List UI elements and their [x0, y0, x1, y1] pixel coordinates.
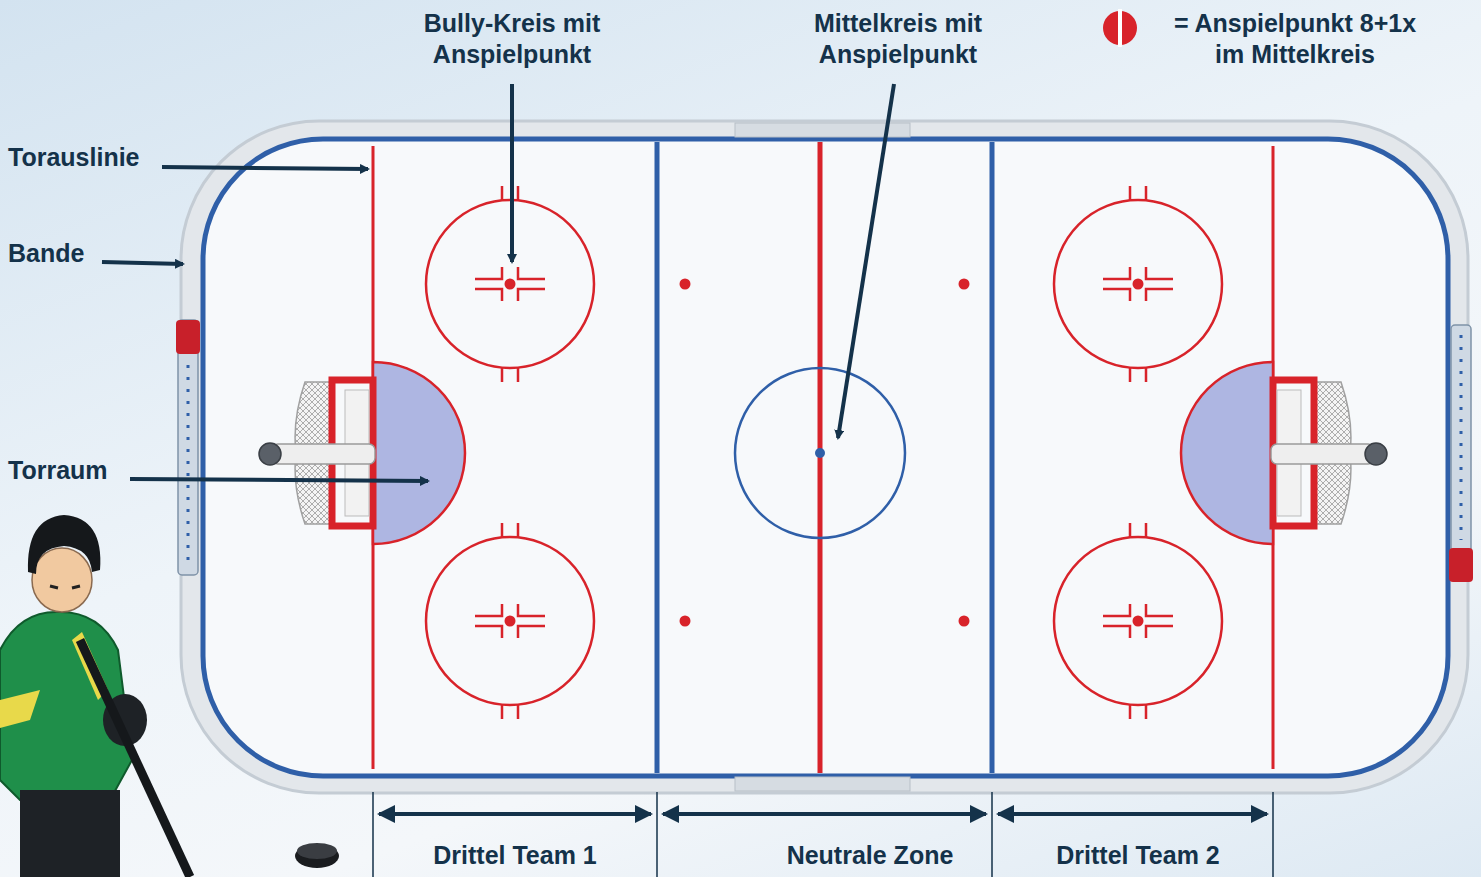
score-ticks	[188, 335, 1461, 565]
player-eyes	[50, 586, 80, 588]
leader-lines	[102, 84, 894, 481]
zone-label: Drittel Team 1	[433, 840, 596, 871]
dimension-arrows	[379, 812, 1267, 816]
center-circle	[735, 368, 905, 538]
leader-line	[838, 84, 894, 438]
center-dot	[815, 448, 825, 458]
callout-label: Bully-Kreis mit Anspielpunkt	[412, 8, 612, 70]
leader-line	[510, 84, 514, 262]
faceoff-circle	[426, 537, 594, 705]
leader-line	[162, 167, 368, 169]
player-helmet	[28, 515, 100, 574]
faceoff-dot	[680, 279, 691, 290]
faceoff-dot	[1133, 279, 1144, 290]
legend-text: = Anspielpunkt 8+1x im Mittelkreis	[1164, 8, 1426, 70]
faceoff-circle	[1054, 537, 1222, 705]
faceoff-dot	[680, 616, 691, 627]
puck	[295, 844, 339, 868]
hockey-stick	[80, 640, 190, 877]
puck-top	[297, 843, 337, 859]
faceoff-dot	[1133, 616, 1144, 627]
faceoff-dot	[959, 279, 970, 290]
callout-label: Torauslinie	[8, 142, 140, 173]
score-marker	[176, 320, 200, 354]
score-strip	[178, 320, 198, 575]
dimension-arrow	[663, 812, 986, 816]
faceoff-circles	[426, 186, 1222, 719]
rod-knob	[1365, 443, 1387, 465]
goalie-rod	[272, 444, 375, 464]
leader-line	[130, 479, 428, 481]
callout-label: Bande	[8, 238, 84, 269]
dimension-ticks	[373, 792, 1273, 877]
hash-marks	[475, 186, 1173, 719]
board-door	[735, 123, 910, 137]
leader-line	[102, 262, 183, 264]
zone-label: Neutrale Zone	[787, 840, 954, 871]
board-door	[735, 777, 910, 791]
dimension-arrow	[379, 812, 651, 816]
ice-surface	[203, 139, 1448, 776]
player-figure	[0, 515, 190, 877]
goal-crease	[1181, 362, 1273, 544]
board-outer	[181, 121, 1468, 793]
zone-label: Drittel Team 2	[1056, 840, 1219, 871]
goal-crease	[373, 362, 465, 544]
goalie-rod	[1271, 444, 1374, 464]
player-face	[32, 548, 92, 612]
callout-label: Torraum	[8, 455, 108, 486]
player-pants	[20, 790, 120, 877]
blue-line	[990, 142, 995, 773]
score-strip	[1451, 325, 1471, 580]
jersey-stripe	[0, 690, 40, 728]
faceoff-symbol	[1103, 9, 1137, 47]
symbol-bar	[1118, 9, 1122, 47]
faceoff-dot	[505, 616, 516, 627]
score-marker	[1449, 548, 1473, 582]
callout-label: Mittelkreis mit Anspielpunkt	[798, 8, 998, 70]
dimension-arrow	[998, 812, 1267, 816]
faceoff-dot	[505, 279, 516, 290]
faceoff-circle	[1054, 200, 1222, 368]
faceoff-dot	[959, 616, 970, 627]
blue-line	[655, 142, 660, 773]
rod-knob	[259, 443, 281, 465]
